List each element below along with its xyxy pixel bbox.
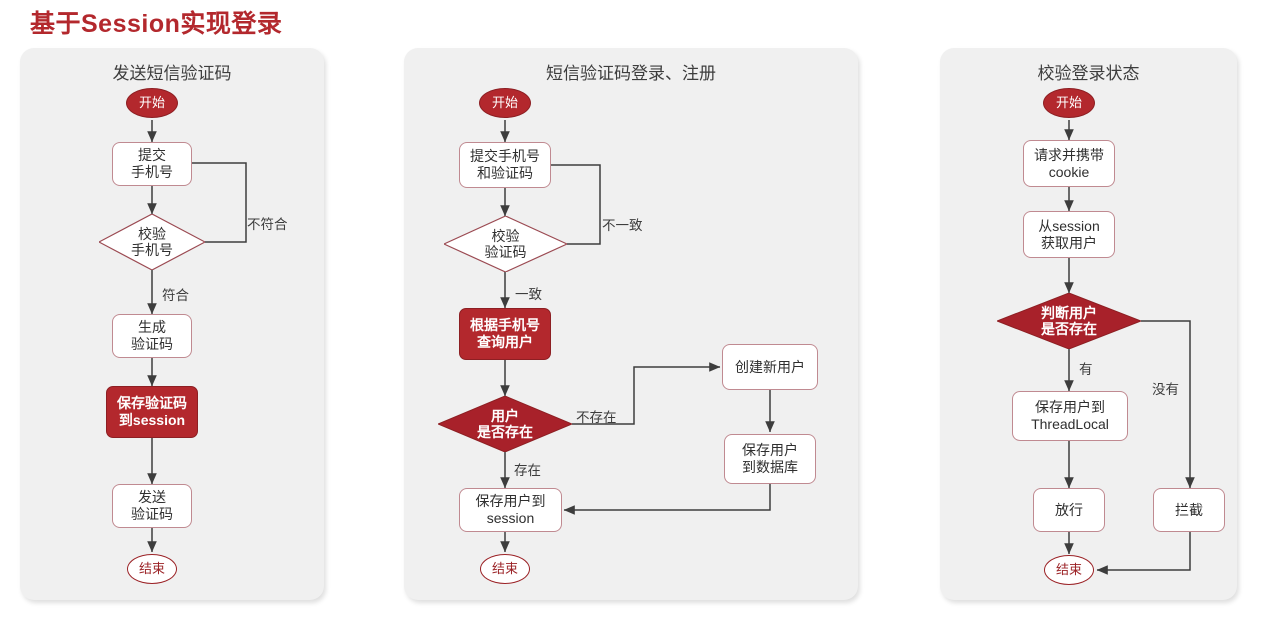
create-new-user-process: 创建新用户	[722, 344, 818, 390]
save-user-to-db-process: 保存用户 到数据库	[724, 434, 816, 484]
panel-title: 校验登录状态	[1037, 64, 1140, 83]
start-terminal: 开始	[479, 88, 531, 118]
end-terminal: 结束	[127, 554, 177, 584]
user-exists-decision: 用户 是否存在	[438, 396, 572, 452]
edge-label-match: 符合	[162, 288, 189, 303]
decision-label: 校验 手机号	[131, 225, 173, 258]
start-terminal: 开始	[126, 88, 178, 118]
edge-label-has-not: 没有	[1152, 382, 1179, 397]
diamond-shape	[438, 396, 572, 452]
edge-label-not-match: 不符合	[247, 217, 288, 232]
validate-phone-decision: 校验 手机号	[99, 214, 205, 270]
page-title: 基于Session实现登录	[30, 10, 283, 38]
edge-label-exist: 存在	[514, 463, 541, 478]
get-user-from-session-process: 从session 获取用户	[1023, 211, 1115, 258]
panel-title: 短信验证码登录、注册	[546, 64, 716, 83]
send-code-process: 发送 验证码	[112, 484, 192, 528]
save-code-session-process: 保存验证码 到session	[106, 386, 198, 438]
decision-label: 校验 验证码	[484, 227, 527, 260]
start-terminal: 开始	[1043, 88, 1095, 118]
edge-label-has: 有	[1079, 362, 1093, 377]
submit-phone-code-process: 提交手机号 和验证码	[459, 142, 551, 188]
edge-label-not-exist: 不存在	[576, 410, 617, 425]
edge-label-match: 一致	[515, 287, 542, 302]
validate-code-decision: 校验 验证码	[444, 216, 567, 272]
end-terminal: 结束	[1044, 555, 1094, 585]
panel-verify-login-state: 校验登录状态 开始 请求并携带 cookie 从sessi	[940, 48, 1237, 600]
decision-label: 判断用户 是否存在	[1041, 304, 1097, 337]
save-user-threadlocal-process: 保存用户到 ThreadLocal	[1012, 391, 1128, 441]
query-user-by-phone-process: 根据手机号 查询用户	[459, 308, 551, 360]
submit-phone-process: 提交 手机号	[112, 142, 192, 186]
diamond-shape	[997, 293, 1141, 349]
pass-through-process: 放行	[1033, 488, 1105, 532]
decision-label: 用户 是否存在	[477, 407, 533, 440]
edge-label-mismatch: 不一致	[602, 218, 643, 233]
intercept-process: 拦截	[1153, 488, 1225, 532]
save-user-session-process: 保存用户到 session	[459, 488, 562, 532]
request-with-cookie-process: 请求并携带 cookie	[1023, 140, 1115, 187]
panel-title: 发送短信验证码	[112, 64, 232, 83]
panel-send-sms-code: 发送短信验证码 开始 提交 手机号 校验	[20, 48, 324, 600]
panel-sms-login-register: 短信验证码登录、注册	[404, 48, 858, 600]
end-terminal: 结束	[480, 554, 530, 584]
generate-code-process: 生成 验证码	[112, 314, 192, 358]
judge-user-exists-decision: 判断用户 是否存在	[997, 293, 1141, 349]
